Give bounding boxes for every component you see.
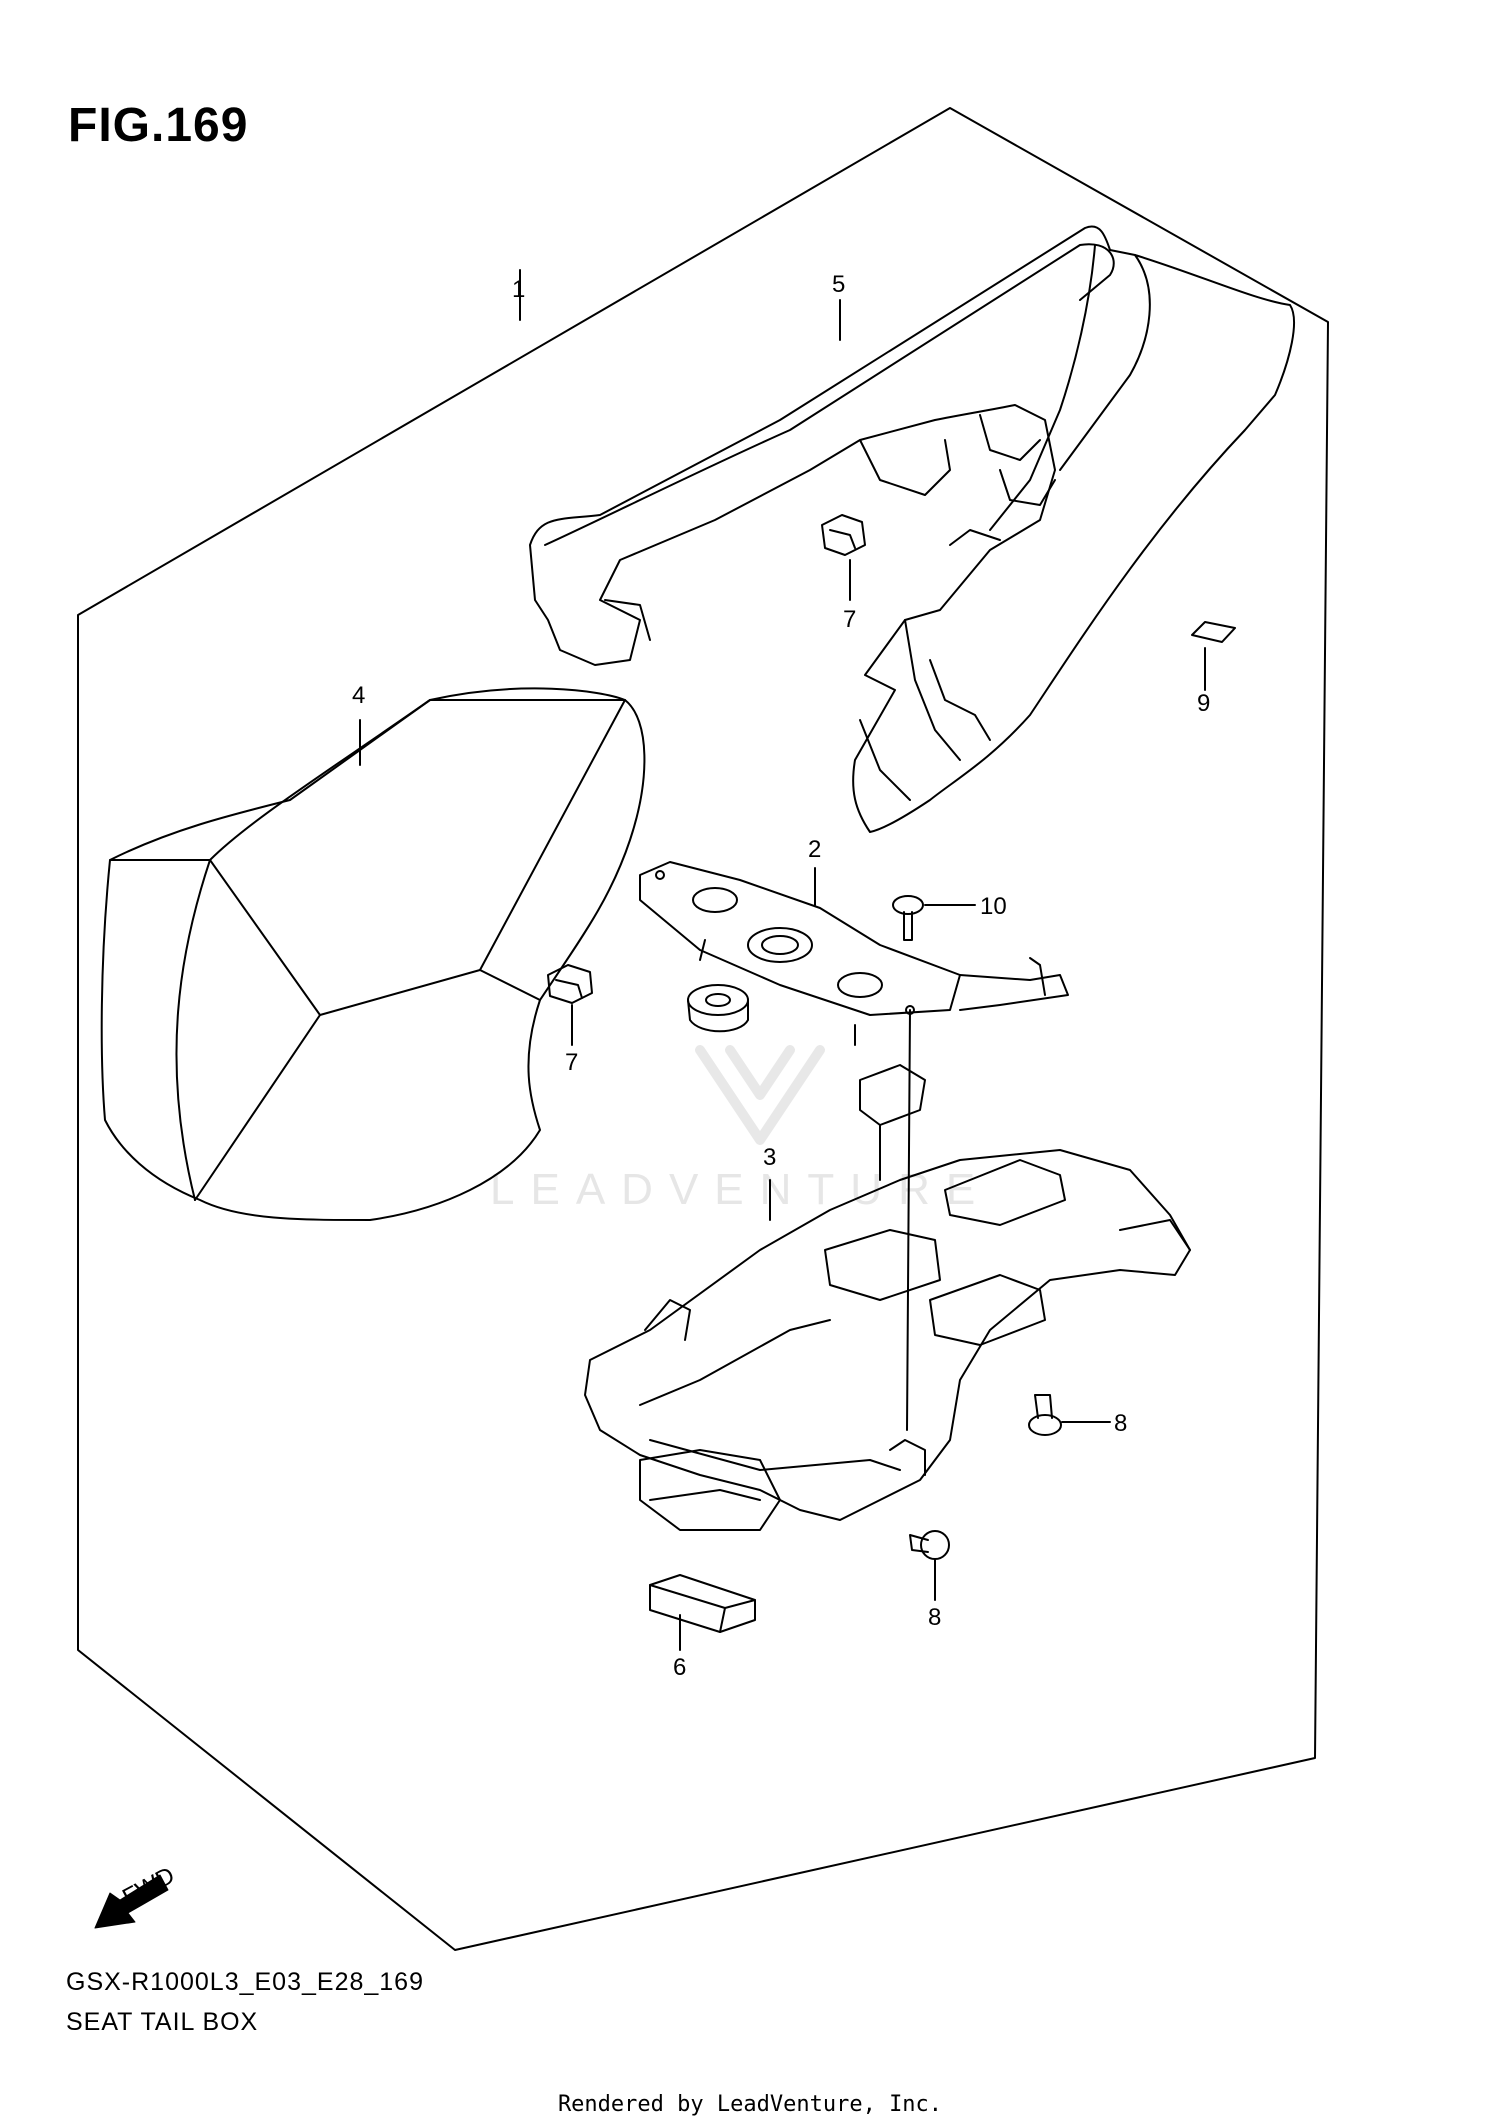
part-tail-box-bracket[interactable] — [584, 1064, 1191, 1531]
render-credit: Rendered by LeadVenture, Inc. — [557, 2092, 943, 2117]
figure-title: FIG.169 — [68, 99, 249, 152]
callout-7-upper: 7 — [843, 606, 856, 633]
part-foam-pad[interactable] — [649, 1574, 756, 1633]
callout-3: 3 — [763, 1144, 776, 1171]
callout-8-lower: 8 — [928, 1604, 941, 1631]
part-seat-cushion[interactable] — [100, 687, 646, 1221]
kit-boundary — [77, 107, 1329, 1951]
callout-1: 1 — [512, 276, 525, 303]
watermark-text: LEADVENTURE — [490, 1165, 992, 1214]
part-screw-10[interactable] — [892, 895, 924, 941]
part-clip-nut-left[interactable] — [547, 964, 593, 1004]
part-bolt-8-lower[interactable] — [909, 1530, 950, 1560]
callout-9: 9 — [1197, 690, 1210, 717]
part-mounting-plate[interactable] — [639, 861, 1069, 1046]
callout-4: 4 — [352, 682, 365, 709]
fwd-label: FWD — [118, 1862, 179, 1911]
callout-2: 2 — [808, 836, 821, 863]
callout-7-left: 7 — [565, 1049, 578, 1076]
callout-5: 5 — [832, 271, 845, 298]
part-pad[interactable] — [1191, 621, 1236, 643]
callout-8-upper: 8 — [1114, 1410, 1127, 1437]
part-bolt-8-upper[interactable] — [1028, 1394, 1062, 1436]
callout-10: 10 — [980, 893, 1007, 920]
fwd-arrow-icon — [94, 1874, 169, 1929]
assembly-guide-line — [906, 1009, 911, 1431]
callout-6: 6 — [673, 1654, 686, 1681]
section-name: SEAT TAIL BOX — [66, 2008, 259, 2036]
watermark-logo — [695, 1045, 825, 1145]
part-seat-tail-cover[interactable] — [529, 225, 1296, 833]
part-clip-nut-upper[interactable] — [821, 514, 866, 556]
model-code: GSX-R1000L3_E03_E28_169 — [66, 1968, 424, 1996]
part-rubber-bushing[interactable] — [687, 984, 749, 1033]
